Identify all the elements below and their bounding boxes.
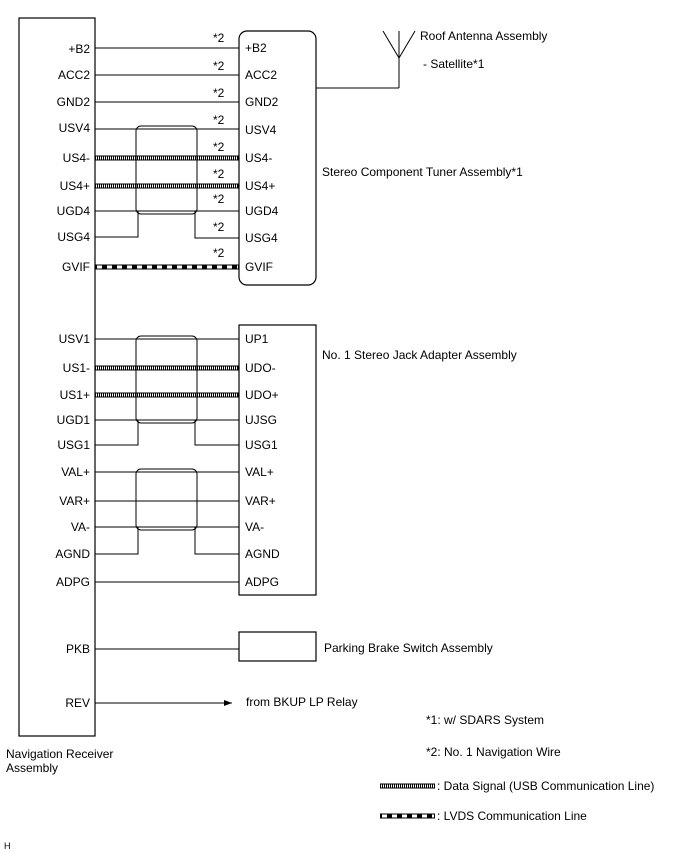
- wire-usg1: [95, 420, 139, 446]
- tuner-label: Stereo Component Tuner Assembly*1: [322, 165, 523, 179]
- jack-pin: UDO-: [245, 361, 276, 375]
- wire-usg4: [95, 211, 139, 238]
- relay-label: from BKUP LP Relay: [246, 695, 358, 709]
- wire-note: *2: [213, 167, 225, 181]
- tuner-pin-labels: +B2 ACC2 GND2 USV4 US4- US4+ UGD4 USG4 G…: [245, 41, 279, 274]
- receiver-pin: US1+: [60, 388, 90, 402]
- jack-wires: [95, 335, 239, 583]
- wire-note-marks: *2 *2 *2 *2 *2 *2 *2 *2 *2: [213, 31, 225, 260]
- antenna-icon: [316, 30, 416, 89]
- receiver-pin: USG4: [57, 230, 90, 244]
- parking-brake-label: Parking Brake Switch Assembly: [324, 641, 493, 655]
- receiver-pin: UGD1: [57, 413, 91, 427]
- antenna-label-line2: - Satellite*1: [423, 57, 485, 71]
- receiver-pin-labels: +B2 ACC2 GND2 USV4 US4- US4+ UGD4 USG4 G…: [55, 42, 90, 710]
- tuner-wires: [95, 47, 239, 270]
- navigation-receiver-bar: [18, 17, 96, 737]
- tuner-pin: ACC2: [245, 68, 277, 82]
- jack-pin: VA-: [245, 520, 264, 534]
- receiver-pin: AGND: [55, 547, 90, 561]
- wire-agnd: [95, 527, 139, 555]
- jack-pin: VAL+: [245, 465, 274, 479]
- wire-note: *2: [213, 246, 225, 260]
- note-1: *1: w/ SDARS System: [426, 713, 544, 727]
- tuner-pin: GVIF: [245, 260, 273, 274]
- receiver-pin: VAL+: [61, 465, 90, 479]
- jack-pin-labels: UP1 UDO- UDO+ UJSG USG1 VAL+ VAR+ VA- AG…: [245, 332, 280, 589]
- corner-mark: H: [4, 841, 11, 851]
- receiver-pin: VAR+: [59, 494, 90, 508]
- receiver-pin: GND2: [57, 95, 91, 109]
- jack-pin: VAR+: [245, 494, 276, 508]
- shield-tuner-usb: [135, 125, 198, 215]
- tuner-pin: US4-: [245, 151, 272, 165]
- jack-adapter-box: [238, 324, 317, 596]
- receiver-label-line2: Assembly: [6, 761, 58, 775]
- wire-note: *2: [213, 113, 225, 127]
- tuner-pin: +B2: [245, 41, 267, 55]
- wire-usg4-tuner: [194, 211, 239, 239]
- receiver-pin: USV4: [59, 121, 91, 135]
- jack-pin: UDO+: [245, 388, 279, 402]
- wire-usg1-jack: [194, 420, 239, 446]
- arrow-left-icon: [224, 700, 232, 706]
- legend-data-signal-label: : Data Signal (USB Communication Line): [437, 779, 654, 793]
- jack-adapter-label: No. 1 Stereo Jack Adapter Assembly: [322, 348, 517, 362]
- receiver-pin: +B2: [68, 42, 90, 56]
- shield-jack-audio: [135, 468, 198, 531]
- tuner-pin: US4+: [245, 179, 275, 193]
- jack-pin: ADPG: [245, 575, 279, 589]
- wire-agnd-jack: [194, 527, 239, 555]
- wire-note: *2: [213, 192, 225, 206]
- legend-lvds-label: : LVDS Communication Line: [437, 809, 587, 823]
- receiver-pin: VA-: [71, 520, 90, 534]
- receiver-pin: US4-: [63, 151, 90, 165]
- receiver-pin: USV1: [59, 332, 91, 346]
- wire-note: *2: [213, 31, 225, 45]
- wire-note: *2: [213, 220, 225, 234]
- receiver-pin: ADPG: [56, 575, 90, 589]
- jack-pin: AGND: [245, 547, 280, 561]
- jack-pin: USG1: [245, 438, 278, 452]
- receiver-pin: PKB: [66, 642, 90, 656]
- wire-note: *2: [213, 86, 225, 100]
- legend: : Data Signal (USB Communication Line) :…: [380, 779, 654, 823]
- wire-note: *2: [213, 140, 225, 154]
- receiver-label-line1: Navigation Receiver: [6, 747, 113, 761]
- receiver-pin: US1-: [63, 361, 90, 375]
- antenna-label-line1: Roof Antenna Assembly: [420, 29, 547, 43]
- shield-jack-usb: [135, 335, 198, 424]
- tuner-pin: USV4: [245, 123, 277, 137]
- receiver-pin: USG1: [57, 438, 90, 452]
- jack-pin: UJSG: [245, 413, 277, 427]
- receiver-pin: US4+: [60, 179, 90, 193]
- receiver-pin: ACC2: [58, 68, 90, 82]
- tuner-pin: USG4: [245, 231, 278, 245]
- jack-pin: UP1: [245, 332, 269, 346]
- receiver-pin: UGD4: [57, 204, 91, 218]
- parking-brake-box: [238, 631, 317, 662]
- tuner-pin: UGD4: [245, 204, 279, 218]
- receiver-pin: GVIF: [62, 260, 90, 274]
- note-2: *2: No. 1 Navigation Wire: [426, 745, 561, 759]
- wire-note: *2: [213, 59, 225, 73]
- receiver-pin: REV: [65, 696, 90, 710]
- tuner-pin: GND2: [245, 95, 279, 109]
